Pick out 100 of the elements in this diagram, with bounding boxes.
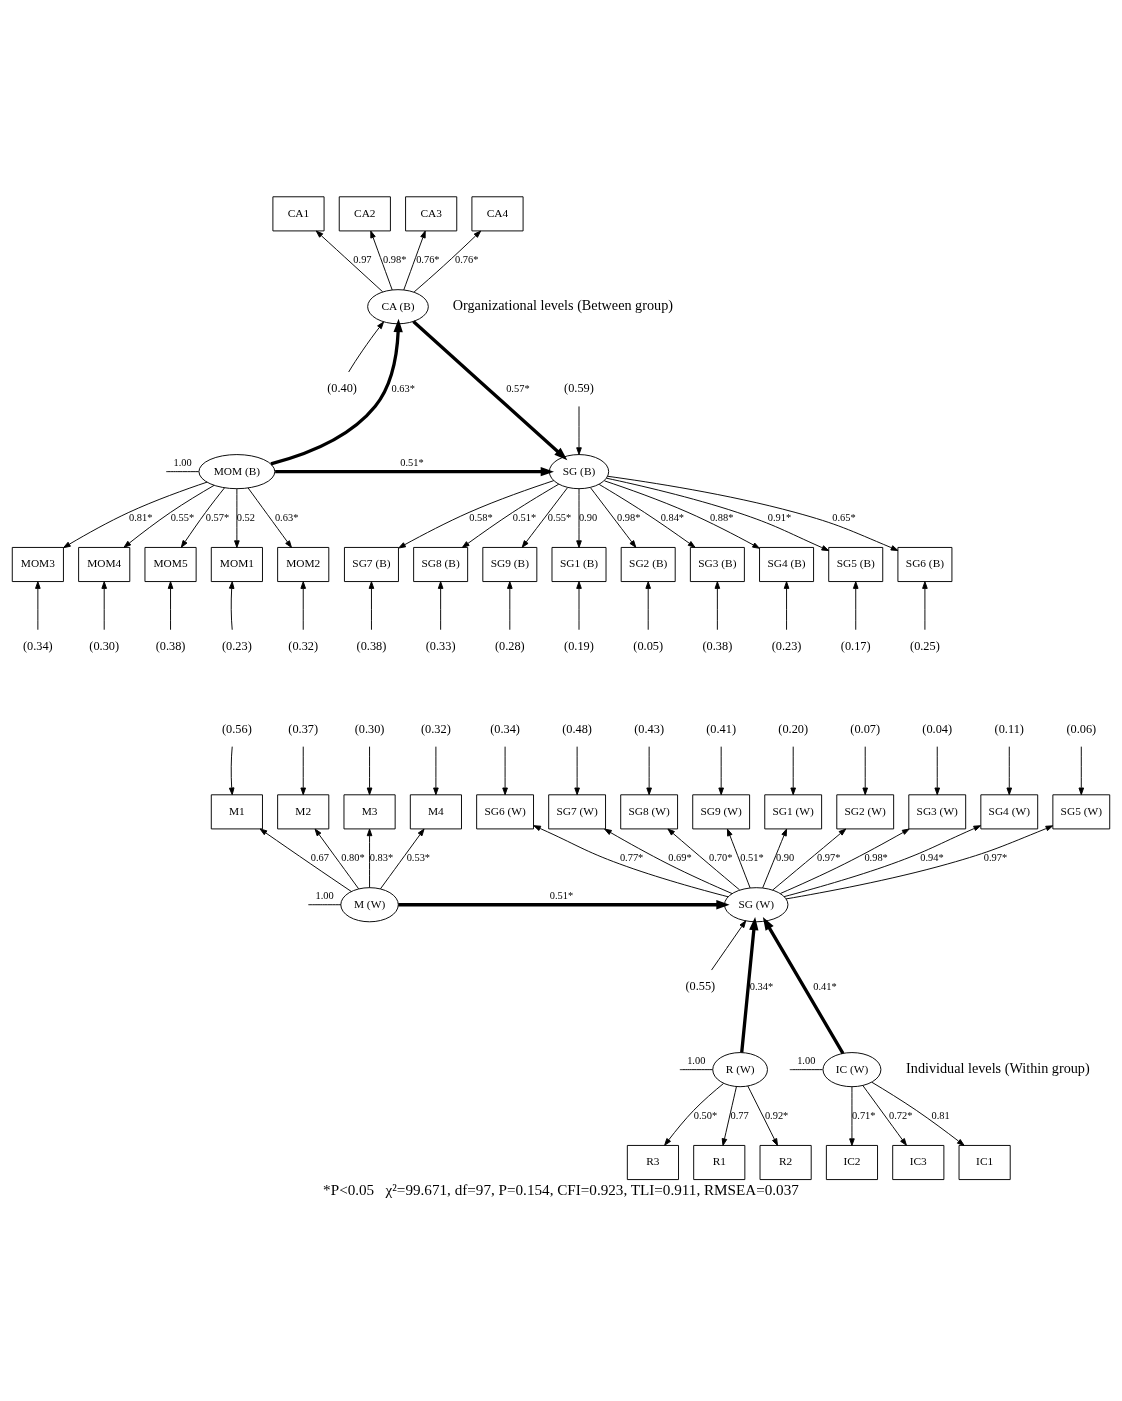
arrow: [412, 320, 568, 461]
node-ellipse: M (W): [340, 887, 399, 923]
edge-label: 0.55*: [170, 511, 195, 523]
arrow: [315, 230, 384, 293]
arrow: [123, 484, 215, 548]
arrow: [507, 581, 513, 631]
edge-label: 0.51*: [512, 511, 537, 523]
arrow: [772, 828, 847, 891]
node-text: (0.59): [564, 381, 594, 396]
edge-label: 0.51*: [549, 889, 574, 901]
node-text: (0.32): [288, 639, 319, 654]
arrow: [167, 581, 174, 631]
node-ellipse: R (W): [712, 1052, 768, 1088]
node-text: (0.19): [564, 639, 594, 654]
edge-label: 0.70*: [708, 851, 733, 863]
edge-label: 0.77*: [619, 851, 644, 863]
arrow: [606, 477, 830, 552]
edge-label: 0.71*: [852, 1109, 876, 1121]
arrow: [437, 581, 444, 631]
node-text: (0.04): [922, 721, 953, 736]
node-text: (0.23): [222, 639, 252, 654]
node-box: MOM5: [144, 546, 197, 583]
node-box: CA3: [405, 196, 458, 232]
arrow: [714, 581, 721, 631]
arrow: [366, 828, 373, 889]
arrow: [398, 900, 730, 910]
node-text: (0.30): [354, 721, 385, 736]
node-text: (0.17): [840, 639, 871, 654]
arrow: [379, 828, 425, 890]
node-box: IC1: [958, 1144, 1011, 1181]
node-text: (0.11): [994, 721, 1024, 736]
arrow: [934, 746, 941, 796]
node-ellipse: SG (W): [724, 887, 789, 923]
connector: [307, 904, 342, 906]
edge-label: 0.51*: [400, 456, 424, 468]
arrow: [247, 487, 292, 548]
label: Individual levels (Within group): [906, 1059, 1090, 1076]
node-text: (0.34): [490, 721, 520, 736]
node-box: M2: [277, 794, 330, 830]
arrow: [270, 318, 403, 466]
node-box: SG9 (W): [692, 794, 751, 830]
node-box: SG1 (B): [551, 546, 607, 583]
node-ellipse: MOM (B): [198, 454, 276, 490]
node-box: MOM3: [11, 546, 64, 583]
arrow: [348, 321, 384, 373]
edge-label: 1.00: [687, 1054, 706, 1066]
node-box: IC3: [892, 1144, 945, 1181]
arrow: [762, 828, 788, 889]
edge-label: 0.77: [730, 1109, 749, 1121]
node-box: SG9 (B): [482, 546, 538, 583]
node-text: (0.23): [771, 639, 802, 654]
arrow: [521, 487, 569, 548]
edge-label: 0.97: [353, 253, 372, 265]
arrow: [604, 828, 733, 894]
node-box: SG1 (W): [764, 794, 823, 830]
arrow: [403, 230, 426, 291]
edge-label: 0.81*: [128, 511, 153, 523]
arrow: [1006, 746, 1013, 796]
arrow: [862, 1085, 907, 1146]
connector: [679, 1069, 714, 1071]
arrow: [228, 746, 235, 796]
edge-label: 0.53*: [406, 851, 431, 863]
node-text: (0.20): [778, 721, 809, 736]
arrow: [370, 230, 393, 291]
arrow: [1078, 746, 1085, 796]
node-text: (0.55): [685, 979, 716, 994]
node-box: SG6 (B): [897, 546, 953, 583]
edge-label: 0.51*: [740, 851, 764, 863]
node-box: SG8 (B): [413, 546, 469, 583]
edge-label: 0.63*: [391, 382, 415, 394]
arrow: [790, 746, 796, 796]
edge-label: 1.00: [315, 889, 334, 901]
node-text: (0.37): [288, 721, 319, 736]
edge-label: 0.69*: [668, 851, 692, 863]
arrow: [871, 1081, 965, 1146]
node-box: R3: [626, 1144, 679, 1181]
node-text: (0.48): [562, 721, 592, 736]
arrow: [604, 480, 760, 549]
node-box: M4: [409, 794, 462, 830]
edge-label: 0.76*: [454, 253, 479, 265]
node-box: R1: [693, 1144, 746, 1181]
edge-label: 0.92*: [764, 1109, 789, 1121]
node-box: R2: [759, 1144, 812, 1181]
arrow: [259, 828, 352, 892]
node-text: (0.33): [425, 639, 456, 654]
arrow: [667, 828, 740, 891]
node-box: SG2 (W): [836, 794, 895, 830]
arrow: [314, 828, 360, 890]
node-box: SG3 (W): [908, 794, 967, 830]
arrow: [718, 746, 724, 796]
arrow: [862, 746, 868, 796]
node-text: (0.30): [89, 639, 120, 654]
arrow: [785, 825, 1054, 900]
arrow: [747, 1085, 778, 1146]
node-ellipse: IC (W): [822, 1052, 882, 1088]
edge-label: 0.94*: [920, 851, 944, 863]
arrow: [589, 487, 637, 548]
edge-label: 0.97*: [983, 851, 1008, 863]
arrow: [574, 746, 580, 796]
arrow: [35, 581, 41, 631]
